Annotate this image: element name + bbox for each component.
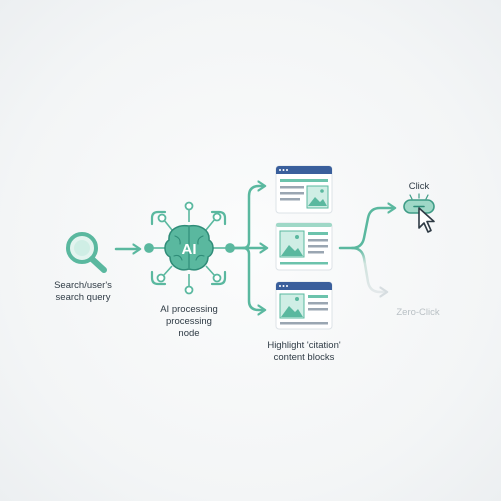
cursor-icon	[418, 207, 435, 233]
search-label: Search/user's search query	[54, 280, 112, 303]
ai-node: AI	[144, 201, 235, 295]
zero-click-label: Zero-Click	[396, 307, 440, 318]
brain-icon	[164, 224, 214, 271]
browser-window-icon	[275, 222, 333, 271]
browser-window-icon	[275, 281, 333, 330]
ai-badge: AI	[182, 241, 197, 258]
magnifier-icon	[66, 232, 107, 273]
flow-arrow-to-zero-click	[350, 246, 389, 298]
flow-arrow-to-click	[338, 202, 397, 250]
flow-arrows-ai-to-content	[233, 180, 269, 316]
ai-node-label: AI processing processing node	[160, 304, 218, 339]
click-label: Click	[408, 181, 430, 192]
content-blocks-label: Highlight 'citation' content blocks	[267, 340, 341, 363]
browser-window-icon	[275, 165, 333, 214]
